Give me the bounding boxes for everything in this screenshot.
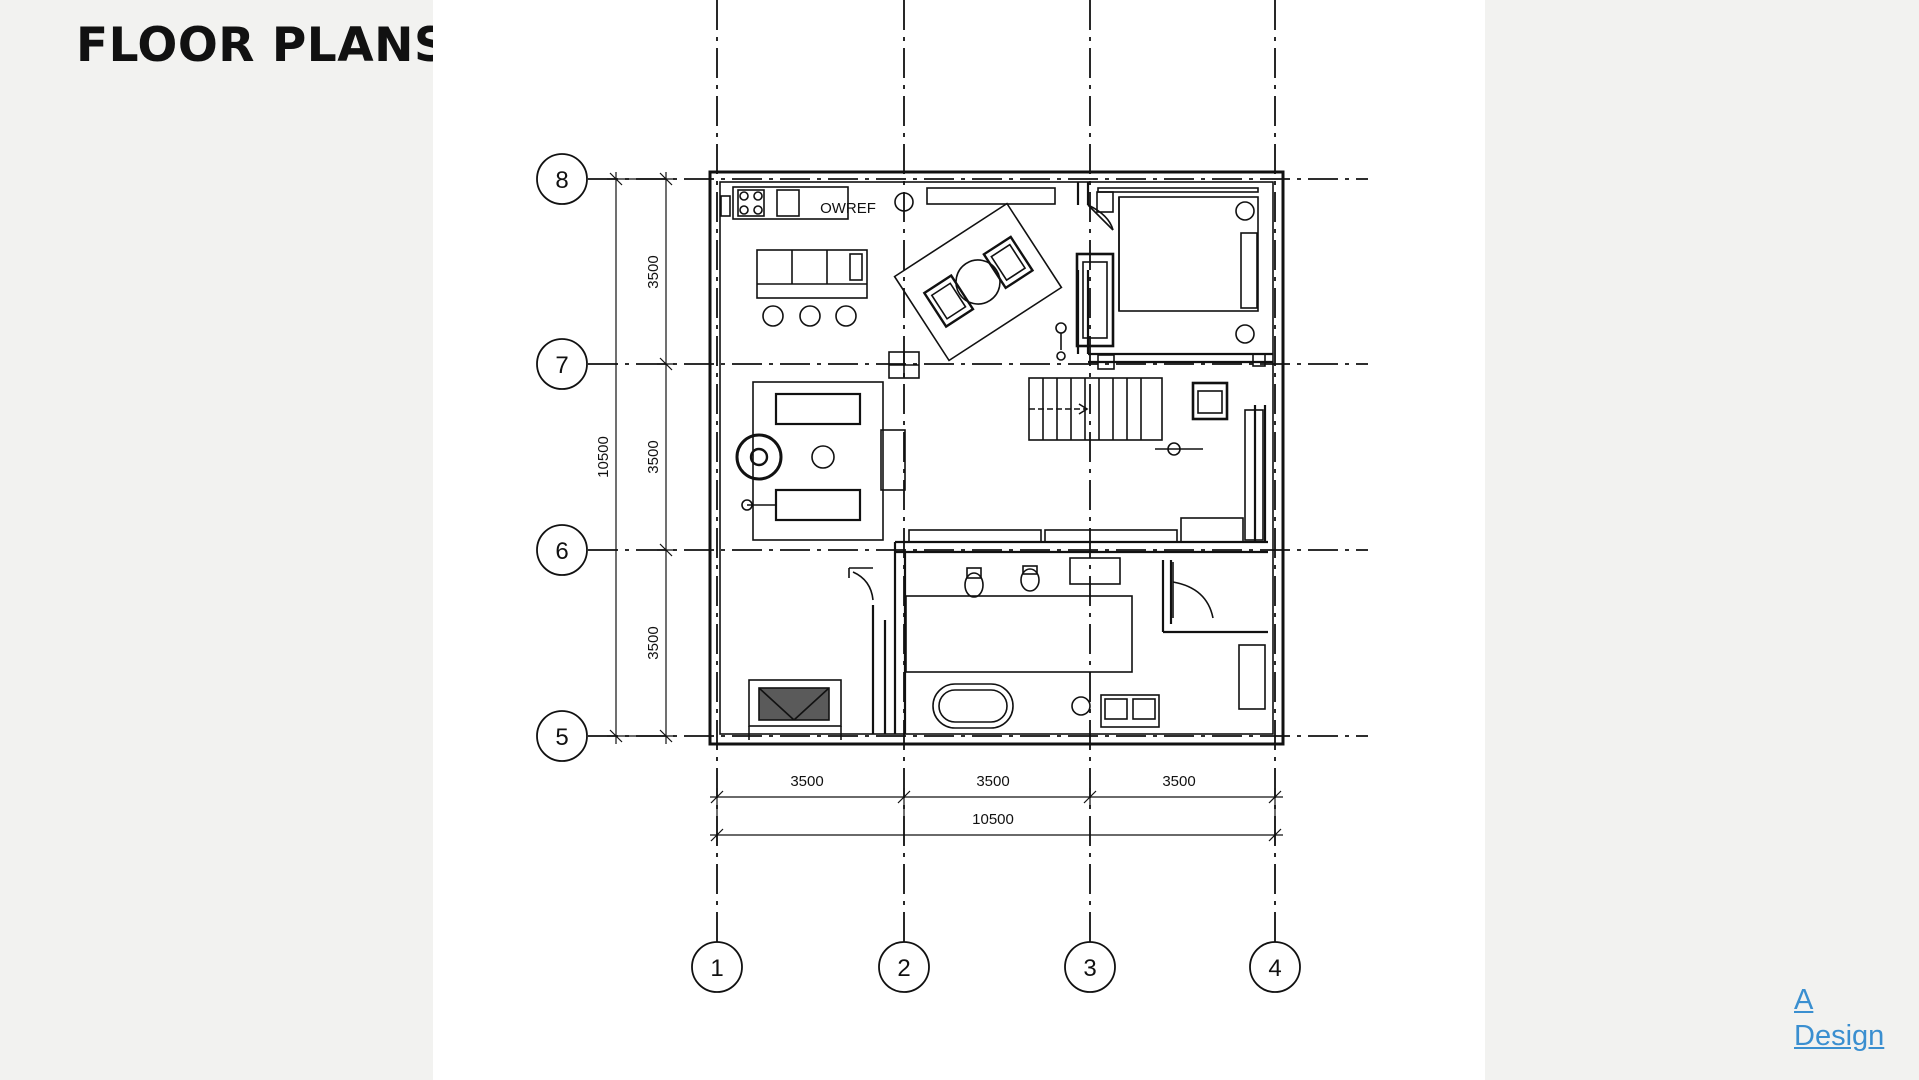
- bottom-dim-total: 10500: [972, 811, 1014, 828]
- floor-plan-panel: 1 2 3 4 8 7 6 5 3500 3500 3500 10500 350…: [433, 0, 1485, 1080]
- left-dimension-lines: [607, 172, 675, 744]
- column-bubbles: [536, 153, 1301, 993]
- brand-logo-line-1[interactable]: A: [1794, 984, 1814, 1016]
- interior-walls: [871, 182, 1273, 734]
- page-title: FLOOR PLANS: [76, 18, 449, 73]
- entrance: [748, 567, 874, 740]
- left-dim-1: 3500: [645, 255, 662, 288]
- kitchen-counter: [720, 186, 849, 220]
- left-dim-2: 3500: [645, 440, 662, 473]
- stair: [1028, 377, 1163, 441]
- grid-label-row-6: 6: [555, 538, 568, 565]
- left-dim-total: 10500: [595, 436, 612, 478]
- brand-logo[interactable]: A Design: [1794, 982, 1884, 1054]
- floor-plan-drawing: 1 2 3 4 8 7 6 5 3500 3500 3500 10500 350…: [536, 0, 1368, 993]
- appliance-label: OWREF: [820, 200, 876, 217]
- grid-label-row-8: 8: [555, 167, 568, 194]
- grid-label-col-2: 2: [897, 955, 910, 982]
- bedroom: [1075, 187, 1266, 370]
- grid-label-col-3: 3: [1083, 955, 1096, 982]
- dining-rug: [893, 202, 1063, 362]
- bottom-dim-1: 3500: [790, 773, 823, 790]
- brand-logo-line-2[interactable]: Design: [1794, 1020, 1885, 1052]
- exterior-walls: [708, 170, 1285, 746]
- left-dim-3: 3500: [645, 626, 662, 659]
- bottom-dimension-lines: [710, 788, 1283, 845]
- kitchen-island: [756, 249, 868, 327]
- grid-label-col-1: 1: [710, 955, 723, 982]
- bottom-dim-3: 3500: [1162, 773, 1195, 790]
- grid-label-col-4: 4: [1268, 955, 1281, 982]
- grid-label-row-5: 5: [555, 724, 568, 751]
- bathroom: [905, 557, 1266, 729]
- grid-label-row-7: 7: [555, 352, 568, 379]
- grid-axes: [588, 0, 1368, 945]
- bottom-dim-2: 3500: [976, 773, 1009, 790]
- living-room: [735, 381, 906, 541]
